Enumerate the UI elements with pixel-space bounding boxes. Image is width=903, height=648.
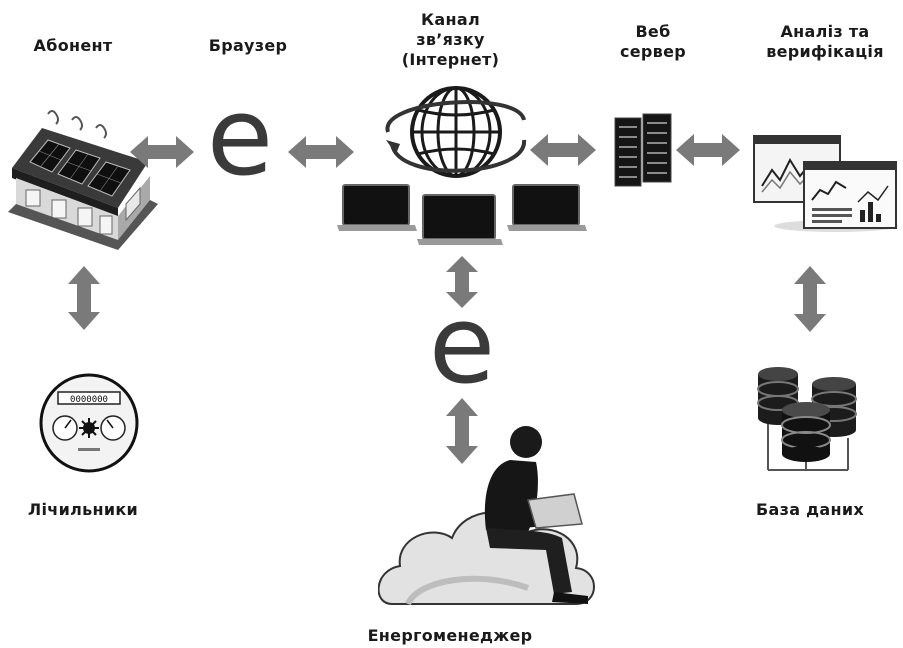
browser-icon: e <box>206 75 274 200</box>
database-icon <box>748 360 878 472</box>
laptop-icon-left <box>337 183 417 233</box>
label-meters: Лічильники <box>27 500 139 519</box>
laptop-icon-center <box>417 193 503 247</box>
label-web-server: Веб сервер <box>619 22 687 61</box>
house-icon <box>8 100 158 250</box>
arrow-subscriber-browser <box>130 136 194 168</box>
browser-icon-bottom: e <box>428 283 496 408</box>
meter-icon: 0000000 <box>38 372 140 474</box>
arrow-channel-server <box>530 134 596 166</box>
laptop-icon-right <box>507 183 587 233</box>
label-browser: Браузер <box>208 36 288 55</box>
server-rack-icon <box>613 112 673 188</box>
arrow-browser-manager <box>446 398 478 464</box>
globe-icon <box>378 80 528 188</box>
label-subscriber: Абонент <box>33 36 113 55</box>
label-analysis: Аналіз та верифікація <box>766 22 884 61</box>
arrow-house-meter <box>68 266 100 330</box>
meter-counter: 0000000 <box>70 395 108 405</box>
label-energy-manager: Енергоменеджер <box>367 626 533 645</box>
arrow-server-analysis <box>676 134 740 166</box>
energy-manager-icon <box>378 420 608 610</box>
label-database: База даних <box>756 500 864 519</box>
arrow-browser-channel <box>288 136 354 168</box>
arrow-laptops-browser <box>446 256 478 308</box>
label-channel: Канал зв’язку (Інтернет) <box>401 10 500 69</box>
arrow-analysis-database <box>794 266 826 332</box>
analytics-icon <box>750 130 900 232</box>
